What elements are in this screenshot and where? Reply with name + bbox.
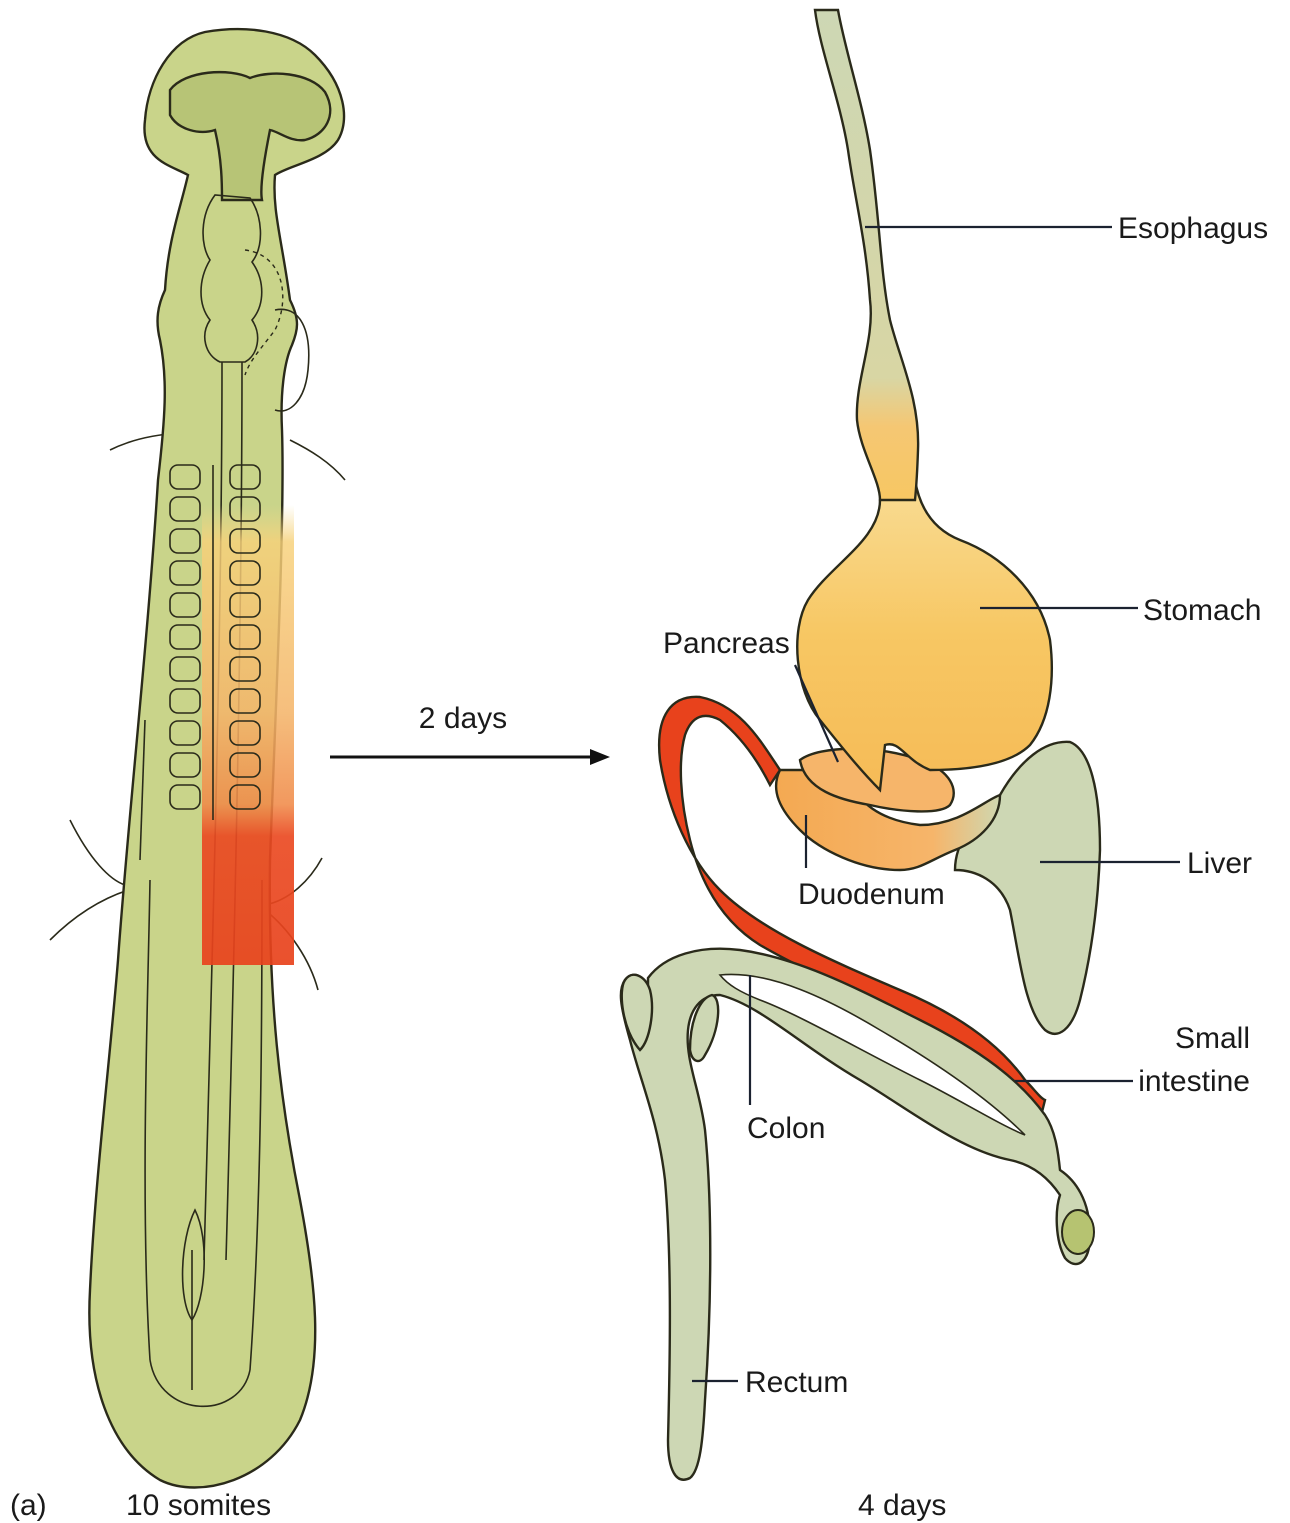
liver (955, 742, 1100, 1034)
membrane-line (70, 820, 125, 885)
esophagus (815, 10, 918, 500)
label-colon: Colon (747, 1112, 825, 1145)
label-pancreas: Pancreas (663, 627, 790, 660)
gut-4-days (621, 10, 1100, 1480)
cecal-bud-left (622, 975, 652, 1050)
label-small-intestine-line1: Small (1175, 1022, 1250, 1055)
panel-label: (a) (10, 1489, 47, 1522)
label-small-intestine-line2: intestine (1138, 1065, 1250, 1098)
transition-arrow (330, 749, 610, 765)
gut-endoderm-band (202, 505, 294, 965)
left-caption: 10 somites (126, 1489, 271, 1522)
label-stomach: Stomach (1143, 594, 1261, 627)
right-caption: 4 days (858, 1489, 946, 1522)
label-esophagus: Esophagus (1118, 212, 1268, 245)
label-duodenum: Duodenum (798, 878, 945, 911)
label-rectum: Rectum (745, 1366, 848, 1399)
stomach (797, 480, 1052, 790)
allantois-knob (1062, 1210, 1094, 1254)
transition-label: 2 days (419, 702, 507, 735)
label-liver: Liver (1187, 847, 1252, 880)
membrane-line (290, 440, 345, 480)
embryo-10-somites (50, 29, 345, 1487)
